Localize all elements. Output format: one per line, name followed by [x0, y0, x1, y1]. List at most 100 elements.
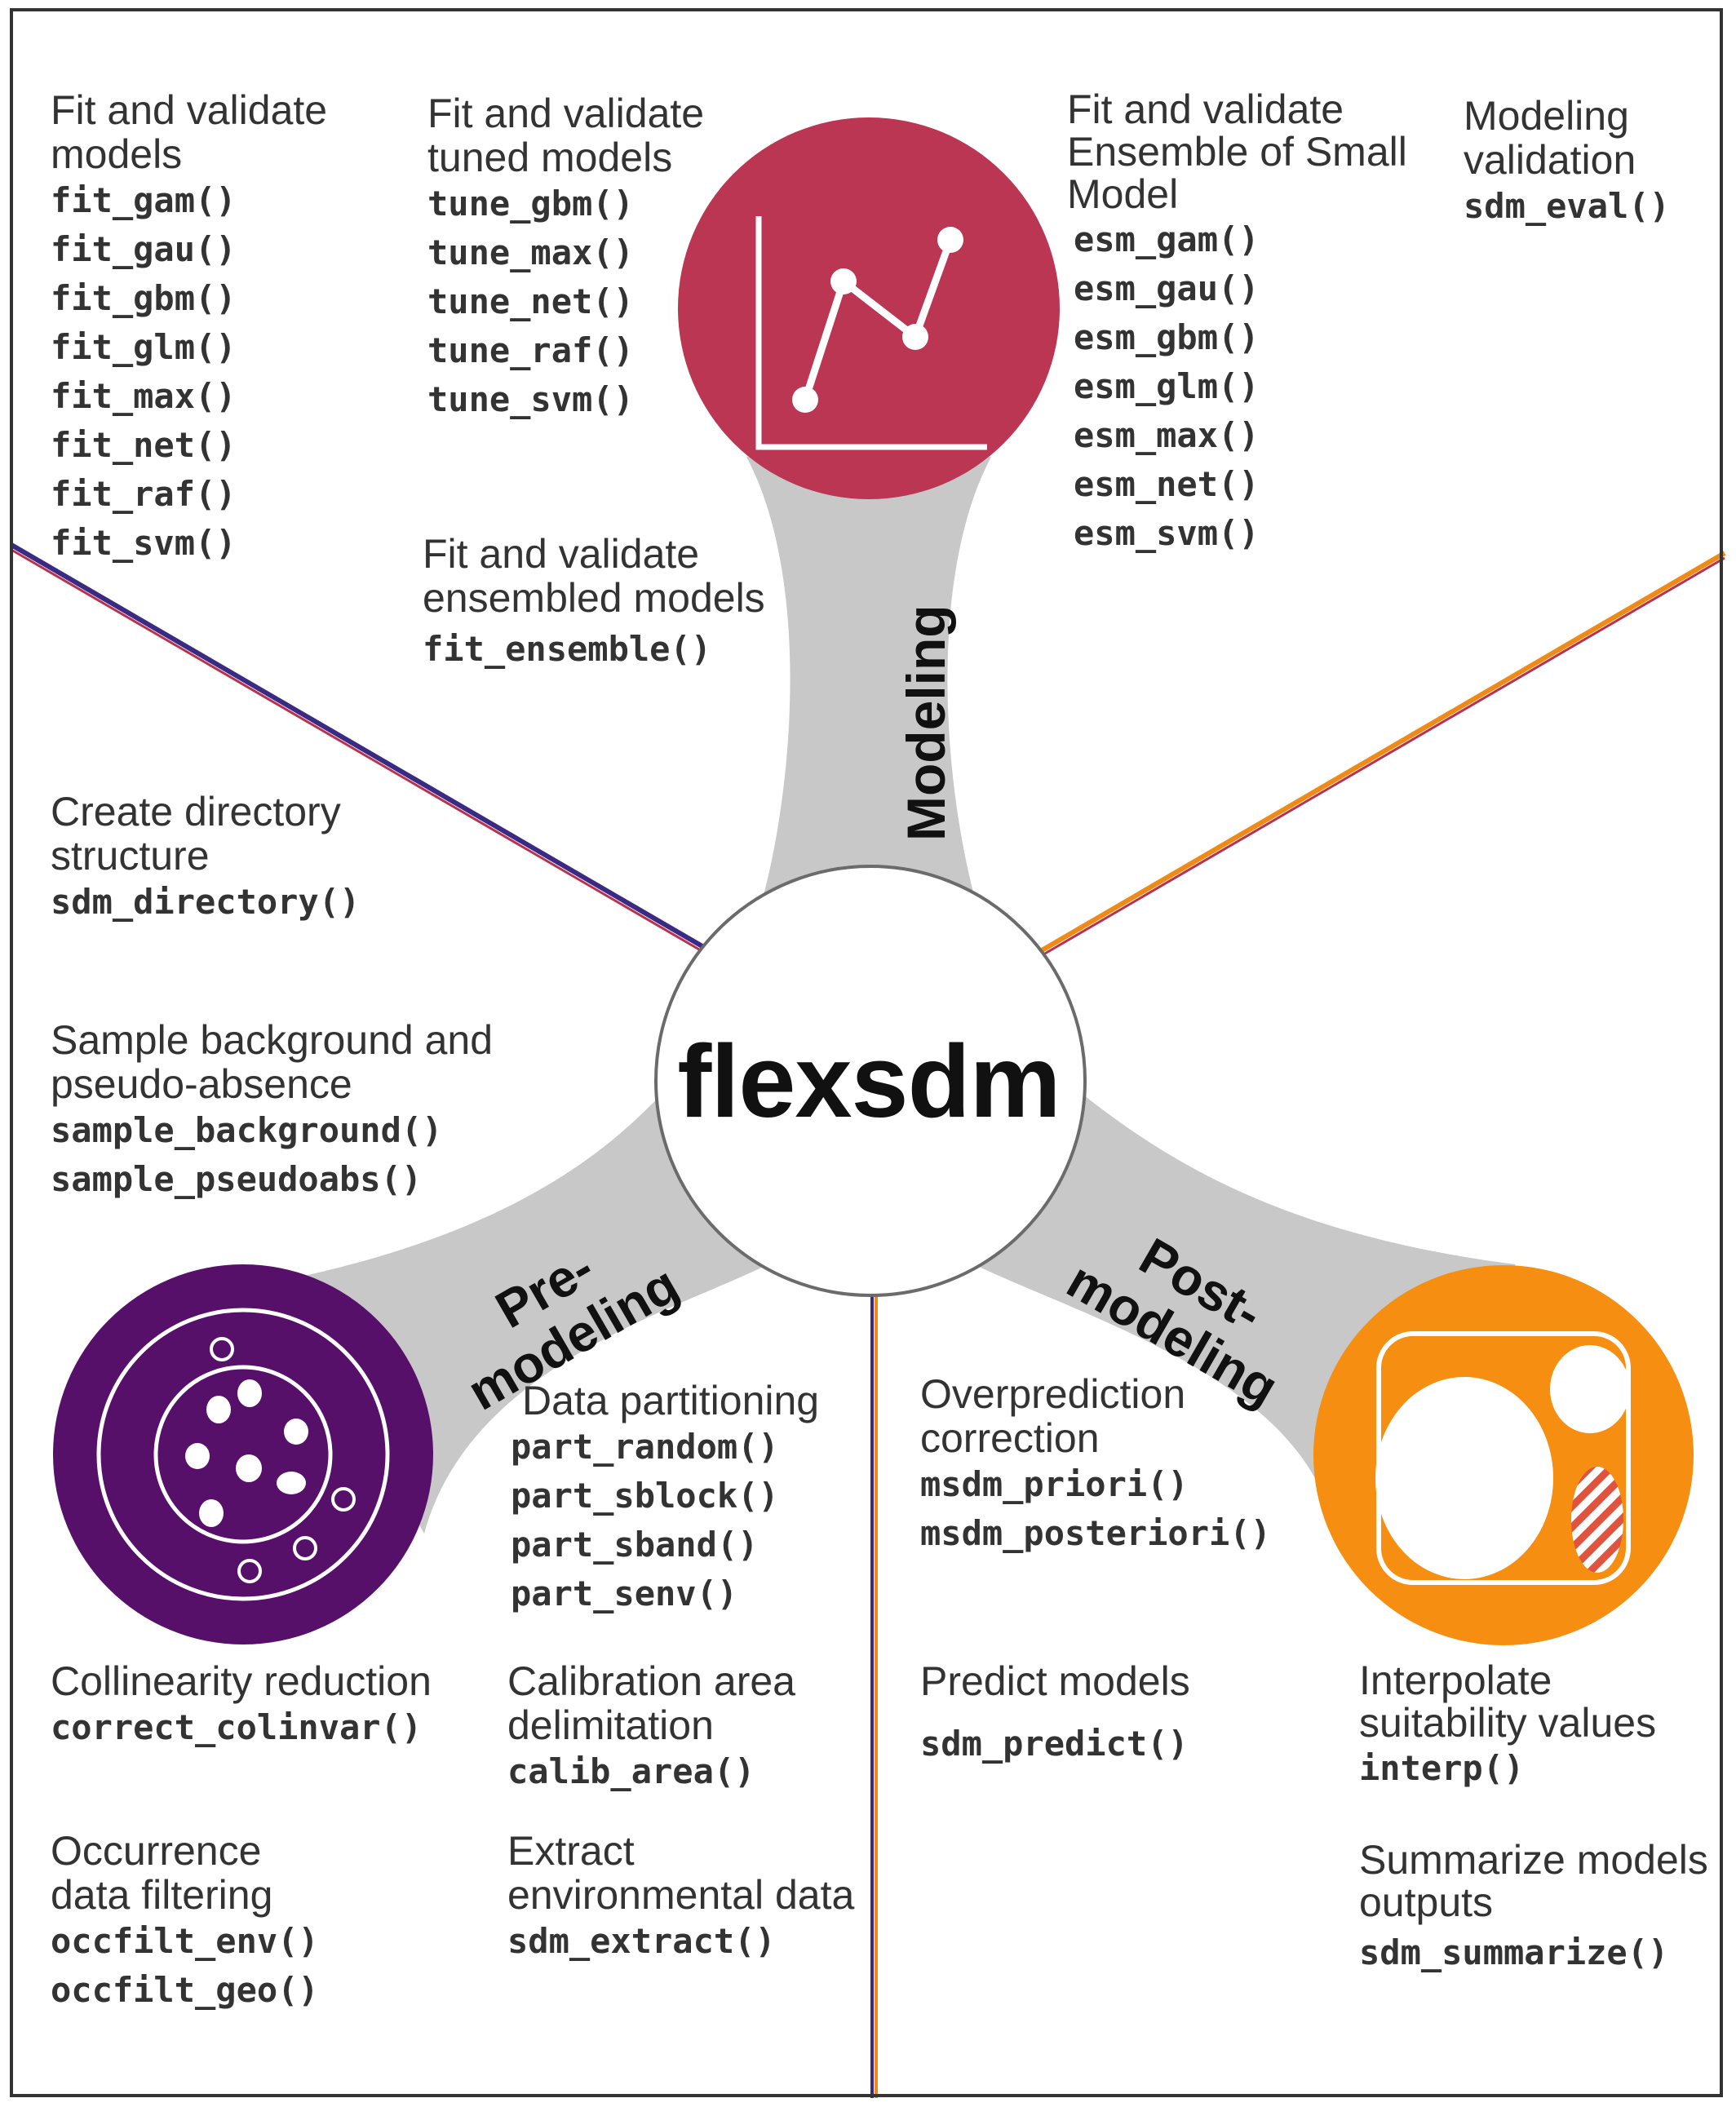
group-description: Modeling validation [1464, 94, 1670, 182]
center-title: flexsdm [677, 1023, 1061, 1139]
desc-line: tuned models [427, 135, 673, 180]
function-name: sdm_eval() [1464, 186, 1670, 226]
desc-line: Create directory [51, 789, 341, 834]
desc-line: pseudo-absence [51, 1061, 352, 1107]
desc-line: Model [1067, 171, 1179, 217]
function-name: tune_raf() [427, 330, 634, 370]
group-description: Overprediction correction [920, 1372, 1271, 1460]
desc-line: Interpolate [1359, 1658, 1552, 1703]
function-name: occfilt_geo() [51, 1970, 319, 2010]
group-summarize: Summarize models outputs sdm_summarize() [1359, 1839, 1708, 1977]
group-fit-models: Fit and validate models fit_gam() fit_ga… [51, 88, 327, 568]
desc-line: Collinearity reduction [51, 1658, 432, 1704]
desc-line: structure [51, 833, 210, 879]
nested-circles-points-icon [53, 1264, 433, 1644]
outer-frame [10, 8, 1723, 2097]
function-name: part_sblock() [511, 1476, 779, 1516]
desc-line: Fit and validate [423, 531, 700, 577]
desc-line: Fit and validate [427, 91, 705, 136]
group-description: Summarize models outputs [1359, 1839, 1708, 1923]
function-name: occfilt_env() [51, 1921, 319, 1961]
function-name: esm_gau() [1074, 268, 1260, 308]
desc-line: Extract [507, 1828, 635, 1874]
function-name: fit_svm() [51, 523, 237, 563]
function-name: sample_pseudoabs() [51, 1159, 423, 1199]
desc-line: environmental data [507, 1872, 855, 1918]
desc-line: Data partitioning [522, 1378, 820, 1423]
group-esm-models: Fit and validate Ensemble of Small Model… [1067, 88, 1407, 558]
function-name: esm_gam() [1074, 219, 1260, 259]
group-overprediction: Overprediction correction msdm_priori() … [920, 1372, 1271, 1558]
desc-line: Ensemble of Small [1067, 129, 1407, 175]
group-calibration: Calibration area delimitation calib_area… [507, 1659, 795, 1796]
function-name: interp() [1359, 1748, 1525, 1788]
line-chart-icon [678, 117, 1060, 499]
function-name: tune_svm() [427, 379, 634, 419]
group-description: Calibration area delimitation [507, 1659, 795, 1747]
group-collinearity: Collinearity reduction correct_colinvar(… [51, 1659, 432, 1752]
group-validation: Modeling validation sdm_eval() [1464, 94, 1670, 231]
function-name: esm_glm() [1074, 366, 1260, 406]
desc-line: Sample background and [51, 1017, 494, 1063]
group-description: Extract environmental data [507, 1829, 854, 1917]
function-name: fit_gau() [51, 229, 237, 269]
group-occfilter: Occurrence data filtering occfilt_env() … [51, 1829, 319, 2015]
group-partition: Data partitioning part_random() part_sbl… [511, 1379, 819, 1618]
function-name: sdm_extract() [507, 1921, 776, 1961]
desc-line: delimitation [507, 1702, 714, 1748]
desc-line: ensembled models [423, 575, 765, 621]
group-description: Data partitioning [522, 1379, 819, 1423]
function-name: fit_max() [51, 376, 237, 416]
desc-line: correction [920, 1415, 1100, 1461]
desc-line: Summarize models [1359, 1837, 1708, 1883]
function-name: tune_max() [427, 232, 634, 272]
group-ensemble: Fit and validate ensembled models fit_en… [423, 532, 765, 674]
group-description: Occurrence data filtering [51, 1829, 319, 1917]
divider-line-bottom [870, 1293, 878, 2098]
desc-line: Occurrence [51, 1828, 262, 1874]
group-description: Fit and validate ensembled models [423, 532, 765, 620]
function-name: sdm_summarize() [1359, 1932, 1669, 1972]
function-name: sdm_predict() [920, 1724, 1189, 1764]
function-name: fit_gam() [51, 180, 237, 220]
group-description: Fit and validate models [51, 88, 327, 176]
connector-modeling [746, 457, 991, 938]
group-description: Predict models [920, 1659, 1190, 1703]
function-name: correct_colinvar() [51, 1707, 423, 1747]
group-description: Collinearity reduction [51, 1659, 432, 1703]
desc-line: outputs [1359, 1879, 1494, 1925]
group-description: Create directory structure [51, 790, 360, 878]
center-circle [654, 865, 1087, 1297]
desc-line: Predict models [920, 1658, 1190, 1704]
function-name: esm_gbm() [1074, 317, 1260, 357]
group-interpolate: Interpolate suitability values interp() [1359, 1659, 1656, 1793]
divider-line-right [1036, 551, 1726, 958]
stage-label-modeling: Modeling [896, 604, 956, 841]
group-predict: Predict models sdm_predict() [920, 1659, 1190, 1768]
function-name: sample_background() [51, 1110, 443, 1150]
desc-line: Overprediction [920, 1371, 1186, 1417]
function-name: esm_max() [1074, 415, 1260, 455]
function-name: tune_gbm() [427, 184, 634, 224]
group-description: Fit and validate tuned models [427, 91, 704, 179]
function-name: fit_glm() [51, 327, 237, 367]
function-name: calib_area() [507, 1751, 755, 1791]
desc-line: suitability values [1359, 1700, 1657, 1746]
divider-line-left [10, 542, 718, 960]
function-name: part_sband() [511, 1525, 759, 1565]
function-name: fit_gbm() [51, 278, 237, 318]
group-sampling: Sample background and pseudo-absence sam… [51, 1018, 493, 1204]
desc-line: data filtering [51, 1872, 273, 1918]
function-name: fit_ensemble() [423, 629, 712, 669]
function-name: sdm_directory() [51, 882, 361, 922]
function-name: msdm_posteriori() [920, 1513, 1271, 1553]
function-name: esm_svm() [1074, 513, 1260, 553]
function-name: part_random() [511, 1427, 779, 1467]
map-areas-icon [1313, 1265, 1694, 1645]
group-description: Interpolate suitability values [1359, 1659, 1656, 1744]
function-name: msdm_priori() [920, 1464, 1189, 1504]
desc-line: Calibration area [507, 1658, 795, 1704]
group-extract: Extract environmental data sdm_extract() [507, 1829, 854, 1966]
